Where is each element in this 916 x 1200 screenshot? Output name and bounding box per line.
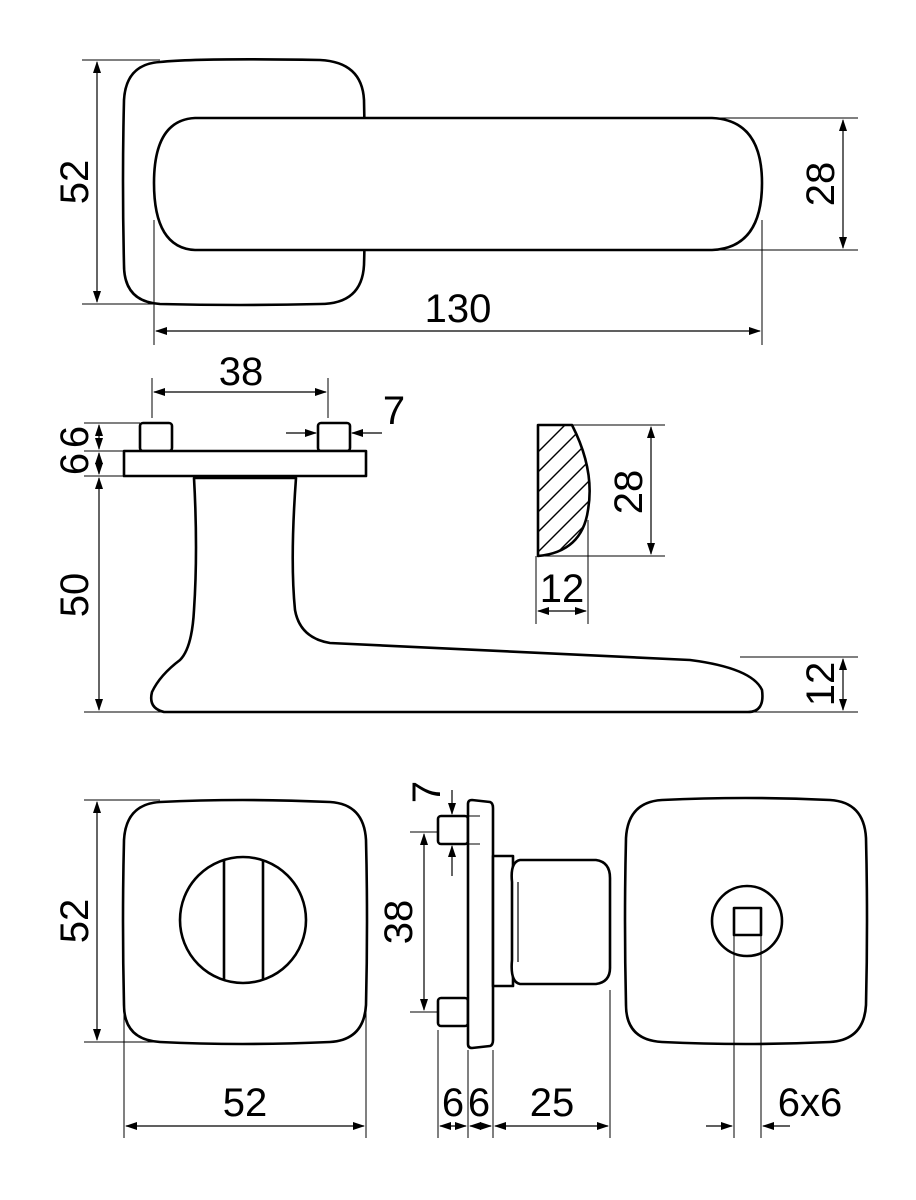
dim-tip-height: 12 bbox=[799, 662, 843, 707]
dim-knob-length: 25 bbox=[530, 1081, 575, 1125]
dim-side-plate-a: 6 bbox=[442, 1081, 464, 1125]
section-outline bbox=[536, 423, 591, 558]
dim-side-pin-spacing: 38 bbox=[377, 900, 421, 945]
dim-spindle-size: 6x6 bbox=[778, 1081, 843, 1125]
escutcheon-side-plate bbox=[466, 798, 495, 1050]
dim-section-width: 12 bbox=[540, 567, 585, 611]
lever-side-profile bbox=[149, 476, 764, 714]
pin-left bbox=[138, 421, 174, 453]
top-view: 52 28 130 bbox=[53, 58, 858, 345]
dim-lever-width: 28 bbox=[799, 162, 843, 207]
dim-escutcheon-width: 52 bbox=[223, 1081, 268, 1125]
pin-top bbox=[436, 814, 470, 846]
dim-lever-length: 130 bbox=[425, 287, 492, 331]
escutcheon-back-view: 6x6 bbox=[623, 796, 869, 1138]
cross-section: 28 12 bbox=[535, 423, 665, 624]
dim-section-height: 28 bbox=[607, 470, 651, 515]
dim-pin-height: 6 bbox=[53, 426, 97, 448]
dim-side-plate-b: 6 bbox=[468, 1081, 490, 1125]
pin-bottom bbox=[436, 996, 470, 1028]
side-view: 38 7 6 6 50 12 bbox=[53, 350, 858, 714]
escutcheon-front-view: 52 52 bbox=[53, 798, 369, 1138]
neck bbox=[491, 854, 515, 988]
dim-pin-spacing: 38 bbox=[219, 350, 264, 394]
dim-pin-size: 7 bbox=[383, 389, 405, 433]
dim-escutcheon-height: 52 bbox=[53, 899, 97, 944]
rose-plate bbox=[122, 449, 368, 478]
turn-knob-outline bbox=[178, 855, 308, 985]
spindle-square bbox=[732, 906, 763, 937]
escutcheon-side-view: 7 38 6 6 25 bbox=[377, 781, 612, 1138]
dim-side-pin-size: 7 bbox=[405, 781, 449, 803]
turn-knob-side bbox=[510, 858, 612, 986]
dim-rose-height: 52 bbox=[53, 160, 97, 205]
pin-right bbox=[316, 421, 352, 453]
dim-lever-height: 50 bbox=[53, 573, 97, 618]
dim-plate-thickness: 6 bbox=[53, 453, 97, 475]
lever-outline bbox=[152, 116, 764, 252]
